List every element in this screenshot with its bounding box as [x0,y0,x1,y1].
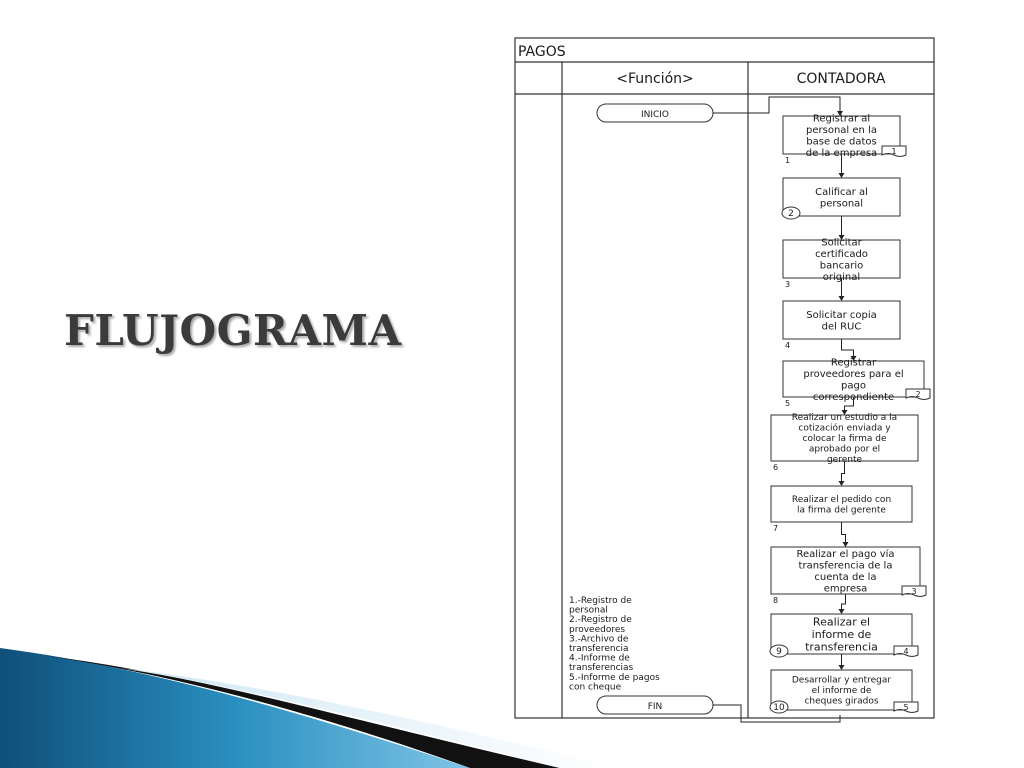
step-number: 2 [788,209,794,219]
document-number: 1 [891,147,896,156]
step-number: 10 [773,703,785,713]
step-text-line: Realizar el pedido con [792,495,891,505]
step-text-line: del RUC [822,321,862,332]
legend-line: 3.-Archivo de [569,634,629,644]
step-text-line: Solicitar [821,237,862,248]
step-text-line: cotización enviada y [798,423,891,434]
step-number: 9 [776,647,782,657]
step-text-line: informe de [812,628,872,641]
process-step-2: Calificar alpersonal 2 [782,178,900,219]
start-label: INICIO [641,110,669,120]
step-text-line: Solicitar copia [806,310,877,321]
legend-line: 1.-Registro de [569,596,632,606]
step-text-line: pago [841,380,866,391]
document-number: 4 [903,647,908,656]
step-text-line: Realizar el [813,615,870,628]
document-number: 2 [915,390,920,399]
step-number: 5 [785,399,790,408]
step-text-line: Desarrollar y entregar [792,676,892,686]
step-text-line: la firma del gerente [797,505,886,515]
step-text-line: Registrar [831,357,877,368]
step-text-line: proveedores para el [803,369,903,380]
legend-line: transferencia [569,644,629,654]
step-text-line: base de datos [806,136,876,147]
step-number: 6 [773,463,778,472]
end-label: FIN [648,702,663,712]
step-text-line: personal en la [806,125,877,136]
legend-line: 4.-Informe de [569,654,630,664]
step-text-line: transferencia de la [799,560,893,571]
document-number: 5 [903,703,908,712]
step-text-line: personal [820,198,863,209]
step-number: 7 [773,524,778,533]
legend-line: proveedores [569,625,625,635]
step-text-line: cheques girados [804,697,878,707]
step-text-line: Realizar un estudio a la [792,413,897,423]
step-number: 8 [773,596,778,605]
legend-line: 2.-Registro de [569,615,632,625]
step-text-line: el informe de [812,686,872,696]
step-text-line: Realizar el pago vía [796,548,894,560]
legend-line: personal [569,606,608,616]
step-text-line: transferencia [805,640,878,653]
legend-line: 5.-Informe de pagos [569,673,660,683]
step-text-line: certificado [815,249,868,260]
document-number: 3 [911,587,916,596]
legend-line: transferencias [569,663,634,673]
step-text-line: bancario [820,260,863,271]
step-text-line: Calificar al [815,187,868,198]
step-text-line: empresa [824,583,868,594]
step-number: 1 [785,156,790,165]
step-text-line: cuenta de la [814,572,876,583]
column-header-funcion: <Función> [616,71,694,87]
step-text-line: colocar la firma de [803,434,887,444]
diagram-header: PAGOS [518,44,566,60]
step-text-line: aprobado por el [809,445,880,455]
column-header-contadora: CONTADORA [797,71,886,87]
step-number: 3 [785,280,790,289]
step-number: 4 [785,341,790,350]
step-text-line: Registrar al [813,113,870,124]
legend-line: con cheque [569,682,622,692]
